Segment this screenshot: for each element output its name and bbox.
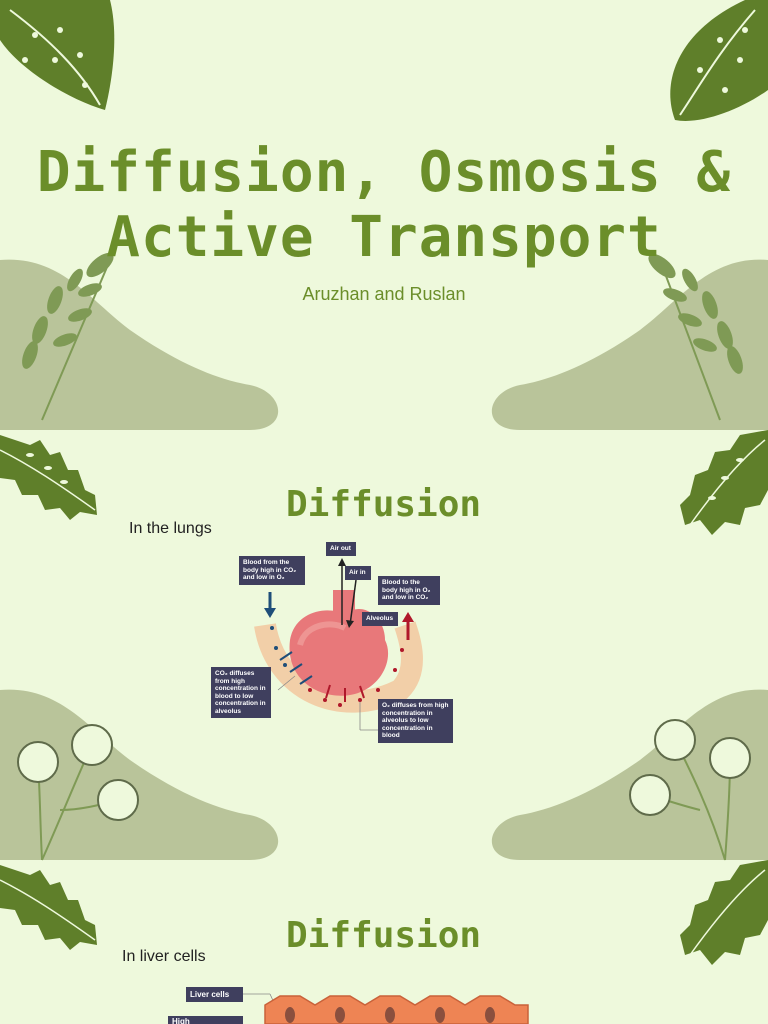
caption-in-the-lungs: In the lungs (129, 520, 212, 537)
spiky-leaf-right-icon (680, 430, 768, 535)
label-air-out: Air out (326, 542, 356, 556)
spiky-leaf-right-bottom-icon (680, 860, 768, 965)
hill-left-bottom (0, 689, 279, 860)
leaf-top-left-icon (0, 0, 115, 110)
fern-left-icon (22, 252, 114, 421)
hill-left-top (0, 259, 279, 430)
label-air-in: Air in (345, 566, 371, 580)
round-leaf-plant-left-icon (17, 724, 139, 861)
hill-right-top (491, 259, 768, 430)
label-liver-cells: Liver cells (186, 987, 243, 1002)
fern-right-icon (648, 253, 743, 421)
hill-right-bottom (491, 689, 768, 860)
blood-cells (270, 626, 287, 667)
leaf-top-right-icon (670, 0, 768, 121)
authors-subtitle: Aruzhan and Ruslan (302, 284, 466, 304)
label-blood-to-body: Blood to the body high in O₂ and low in … (378, 576, 440, 605)
section-heading-diffusion-liver: Diffusion (286, 915, 482, 956)
liver-cell-row (264, 995, 529, 1024)
label-alveolus: Alveolus (362, 612, 398, 626)
label-o2-diffuses: O₂ diffuses from high concentration in a… (378, 699, 453, 743)
caption-in-liver-cells: In liver cells (122, 948, 206, 965)
section-heading-diffusion-lungs: Diffusion (286, 484, 482, 525)
air-in-arrow (349, 579, 357, 626)
spiky-leaf-left-bottom-icon (0, 865, 97, 950)
co2-arrows-icon (279, 651, 313, 685)
spiky-leaf-left-icon (0, 435, 97, 520)
label-high: High (168, 1016, 243, 1024)
capillary (254, 621, 423, 713)
o2-arrows-icon (325, 684, 365, 702)
page-title-line-2: Active Transport (106, 205, 662, 270)
page-title-line-1: Diffusion, Osmosis & (36, 140, 732, 205)
label-co2-diffuses: CO₂ diffuses from high concentration in … (211, 667, 271, 718)
round-leaf-plant-right-icon (629, 719, 751, 861)
label-blood-from-body: Blood from the body high in CO₂ and low … (239, 556, 305, 585)
